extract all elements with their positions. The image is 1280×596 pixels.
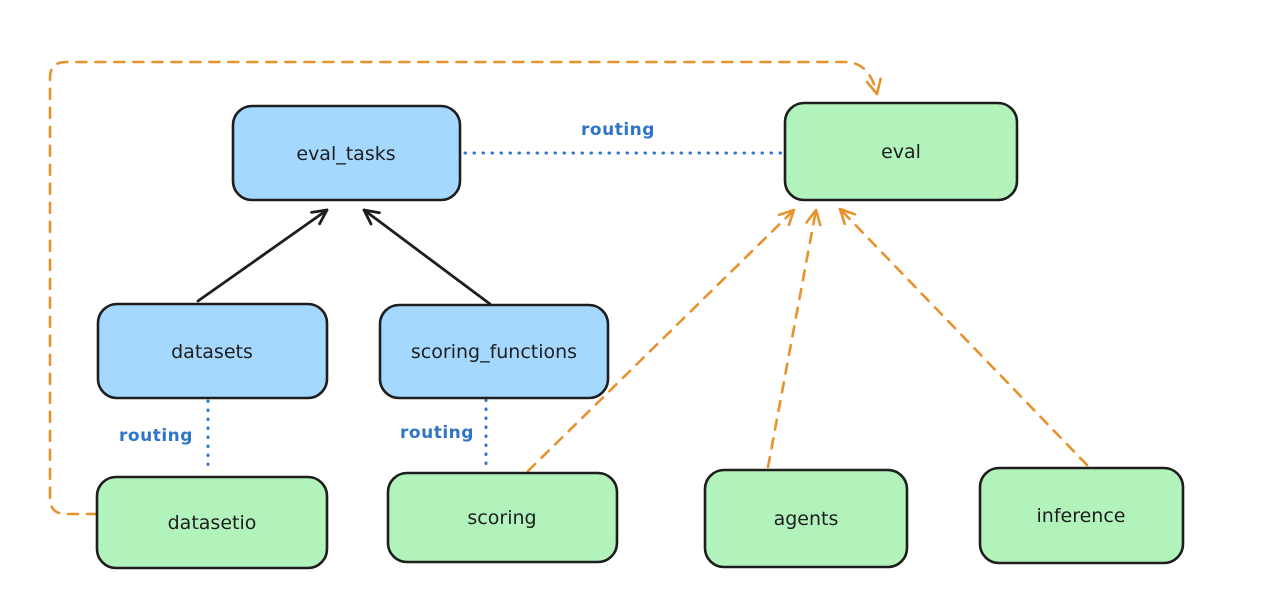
edge-agents-to-eval	[766, 208, 822, 469]
edge-inference-to-eval	[838, 207, 1089, 467]
node-datasetio-label: datasetio	[168, 512, 257, 534]
routing-label-top: routing	[581, 120, 655, 140]
node-eval: eval	[783, 101, 1019, 202]
node-scoring-functions-box	[378, 303, 610, 400]
node-datasets: datasets	[96, 302, 329, 400]
node-inference: inference	[978, 466, 1185, 565]
node-agents-label: agents	[774, 508, 839, 530]
node-eval-tasks: eval_tasks	[231, 104, 462, 202]
node-scoring-box	[386, 471, 619, 564]
node-eval-box	[783, 101, 1019, 202]
edge-scoring-to-eval	[526, 208, 796, 473]
node-datasetio-box	[95, 475, 329, 570]
node-eval-tasks-label: eval_tasks	[296, 143, 395, 165]
node-scoring: scoring	[386, 471, 619, 564]
node-scoring-functions: scoring_functions	[378, 303, 610, 400]
node-agents: agents	[703, 468, 909, 569]
edge-scoring-functions-to-eval-tasks	[362, 208, 492, 306]
node-inference-box	[978, 466, 1185, 565]
routing-label-scoring: routing	[400, 423, 474, 443]
node-eval-label: eval	[881, 141, 921, 163]
edge-datasets-to-eval-tasks	[196, 208, 329, 303]
routing-label-datasets: routing	[119, 426, 193, 446]
edge-datasetio-to-eval	[48, 60, 882, 516]
node-eval-tasks-box	[231, 104, 462, 202]
node-inference-label: inference	[1037, 505, 1126, 527]
node-agents-box	[703, 468, 909, 569]
node-datasets-label: datasets	[171, 341, 253, 363]
node-scoring-functions-label: scoring_functions	[411, 341, 577, 363]
node-datasetio: datasetio	[95, 475, 329, 570]
node-datasets-box	[96, 302, 329, 400]
node-scoring-label: scoring	[467, 507, 536, 529]
